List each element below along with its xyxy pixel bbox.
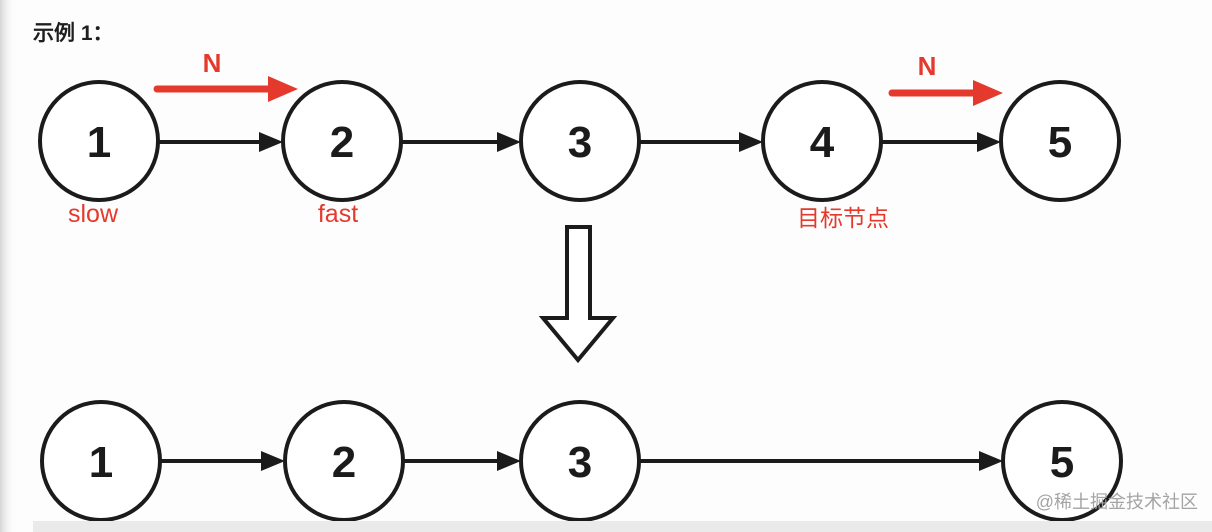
node-circle [1001,400,1123,522]
list-node-bottom-5: 5 [1001,400,1123,522]
bottom-bar [33,521,1212,532]
node-value: 2 [330,118,354,167]
node-circle [40,400,162,522]
transform-down-arrow-icon [538,225,618,364]
node-value: 5 [1050,438,1074,487]
left-edge-shadow [0,0,16,532]
list-node-top-4-target: 4 目标节点 [761,80,889,231]
n-step-label-right: N [918,51,937,81]
node-value: 1 [87,118,111,167]
list-node-bottom-2: 2 [283,400,405,522]
list-node-top-1: 1 slow [38,80,160,228]
watermark: @稀土掘金技术社区 [1036,492,1198,512]
node-circle [519,400,641,522]
page-title: 示例 1： [33,21,114,45]
list-node-bottom-3: 3 [519,400,641,522]
node-circle [38,80,160,202]
node-value: 4 [810,118,835,167]
node-value: 1 [89,438,113,487]
n-step-label-left: N [203,48,222,78]
target-node-circle [761,80,883,202]
node-value: 5 [1048,118,1072,167]
node-circle [281,80,403,202]
slow-pointer-label: slow [68,200,119,228]
list-node-top-2: 2 fast [281,80,403,228]
fast-pointer-label: fast [318,200,358,228]
node-circle [283,400,405,522]
list-node-bottom-1: 1 [40,400,162,522]
node-value: 3 [568,438,592,487]
node-value: 2 [332,438,356,487]
node-circle [519,80,641,202]
list-node-top-3: 3 [519,80,641,202]
node-value: 3 [568,118,592,167]
list-node-top-5: 5 [999,80,1121,202]
node-circle [999,80,1121,202]
target-node-label: 目标节点 [797,205,889,231]
